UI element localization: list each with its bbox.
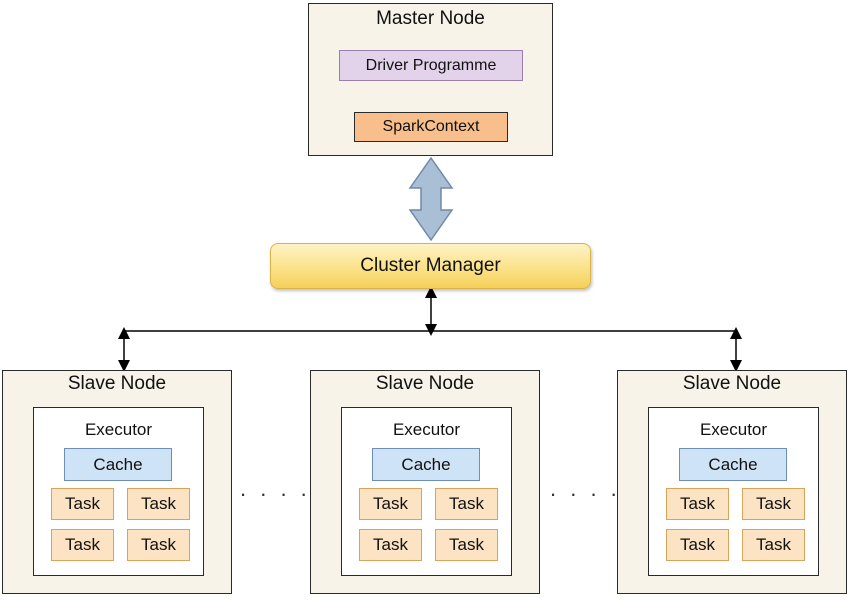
task-box: Task [435, 488, 498, 520]
task-box: Task [666, 488, 729, 520]
slave-node: Slave Node Executor Cache Task Task Task… [617, 370, 847, 594]
cache-box: Cache [679, 448, 787, 481]
spark-context-box: SparkContext [354, 112, 508, 142]
task-box: Task [742, 488, 805, 520]
executor-label: Executor [84, 420, 153, 439]
slave-node-title: Slave Node [375, 373, 475, 394]
master-cluster-double-arrow [408, 156, 454, 242]
master-node: Master Node Driver Programme SparkContex… [308, 3, 553, 156]
driver-programme-box: Driver Programme [339, 50, 523, 81]
task-box: Task [127, 488, 190, 520]
task-box: Task [359, 529, 422, 561]
executor-label: Executor [392, 420, 461, 439]
task-box: Task [742, 529, 805, 561]
task-box: Task [435, 529, 498, 561]
slave-node-title: Slave Node [67, 373, 167, 394]
task-box: Task [51, 529, 114, 561]
cache-box: Cache [64, 448, 172, 481]
executor-box: Executor Cache Task Task Task Task [648, 407, 819, 576]
task-box: Task [666, 529, 729, 561]
executor-box: Executor Cache Task Task Task Task [341, 407, 512, 576]
slave-node: Slave Node Executor Cache Task Task Task… [310, 370, 540, 594]
executor-label: Executor [699, 420, 768, 439]
master-node-title: Master Node [376, 8, 485, 29]
task-box: Task [127, 529, 190, 561]
task-box: Task [359, 488, 422, 520]
slave-node-title: Slave Node [682, 373, 782, 394]
executor-box: Executor Cache Task Task Task Task [33, 407, 204, 576]
cache-box: Cache [372, 448, 480, 481]
task-box: Task [51, 488, 114, 520]
slave-node: Slave Node Executor Cache Task Task Task… [2, 370, 232, 594]
cluster-manager-box: Cluster Manager [270, 243, 591, 289]
